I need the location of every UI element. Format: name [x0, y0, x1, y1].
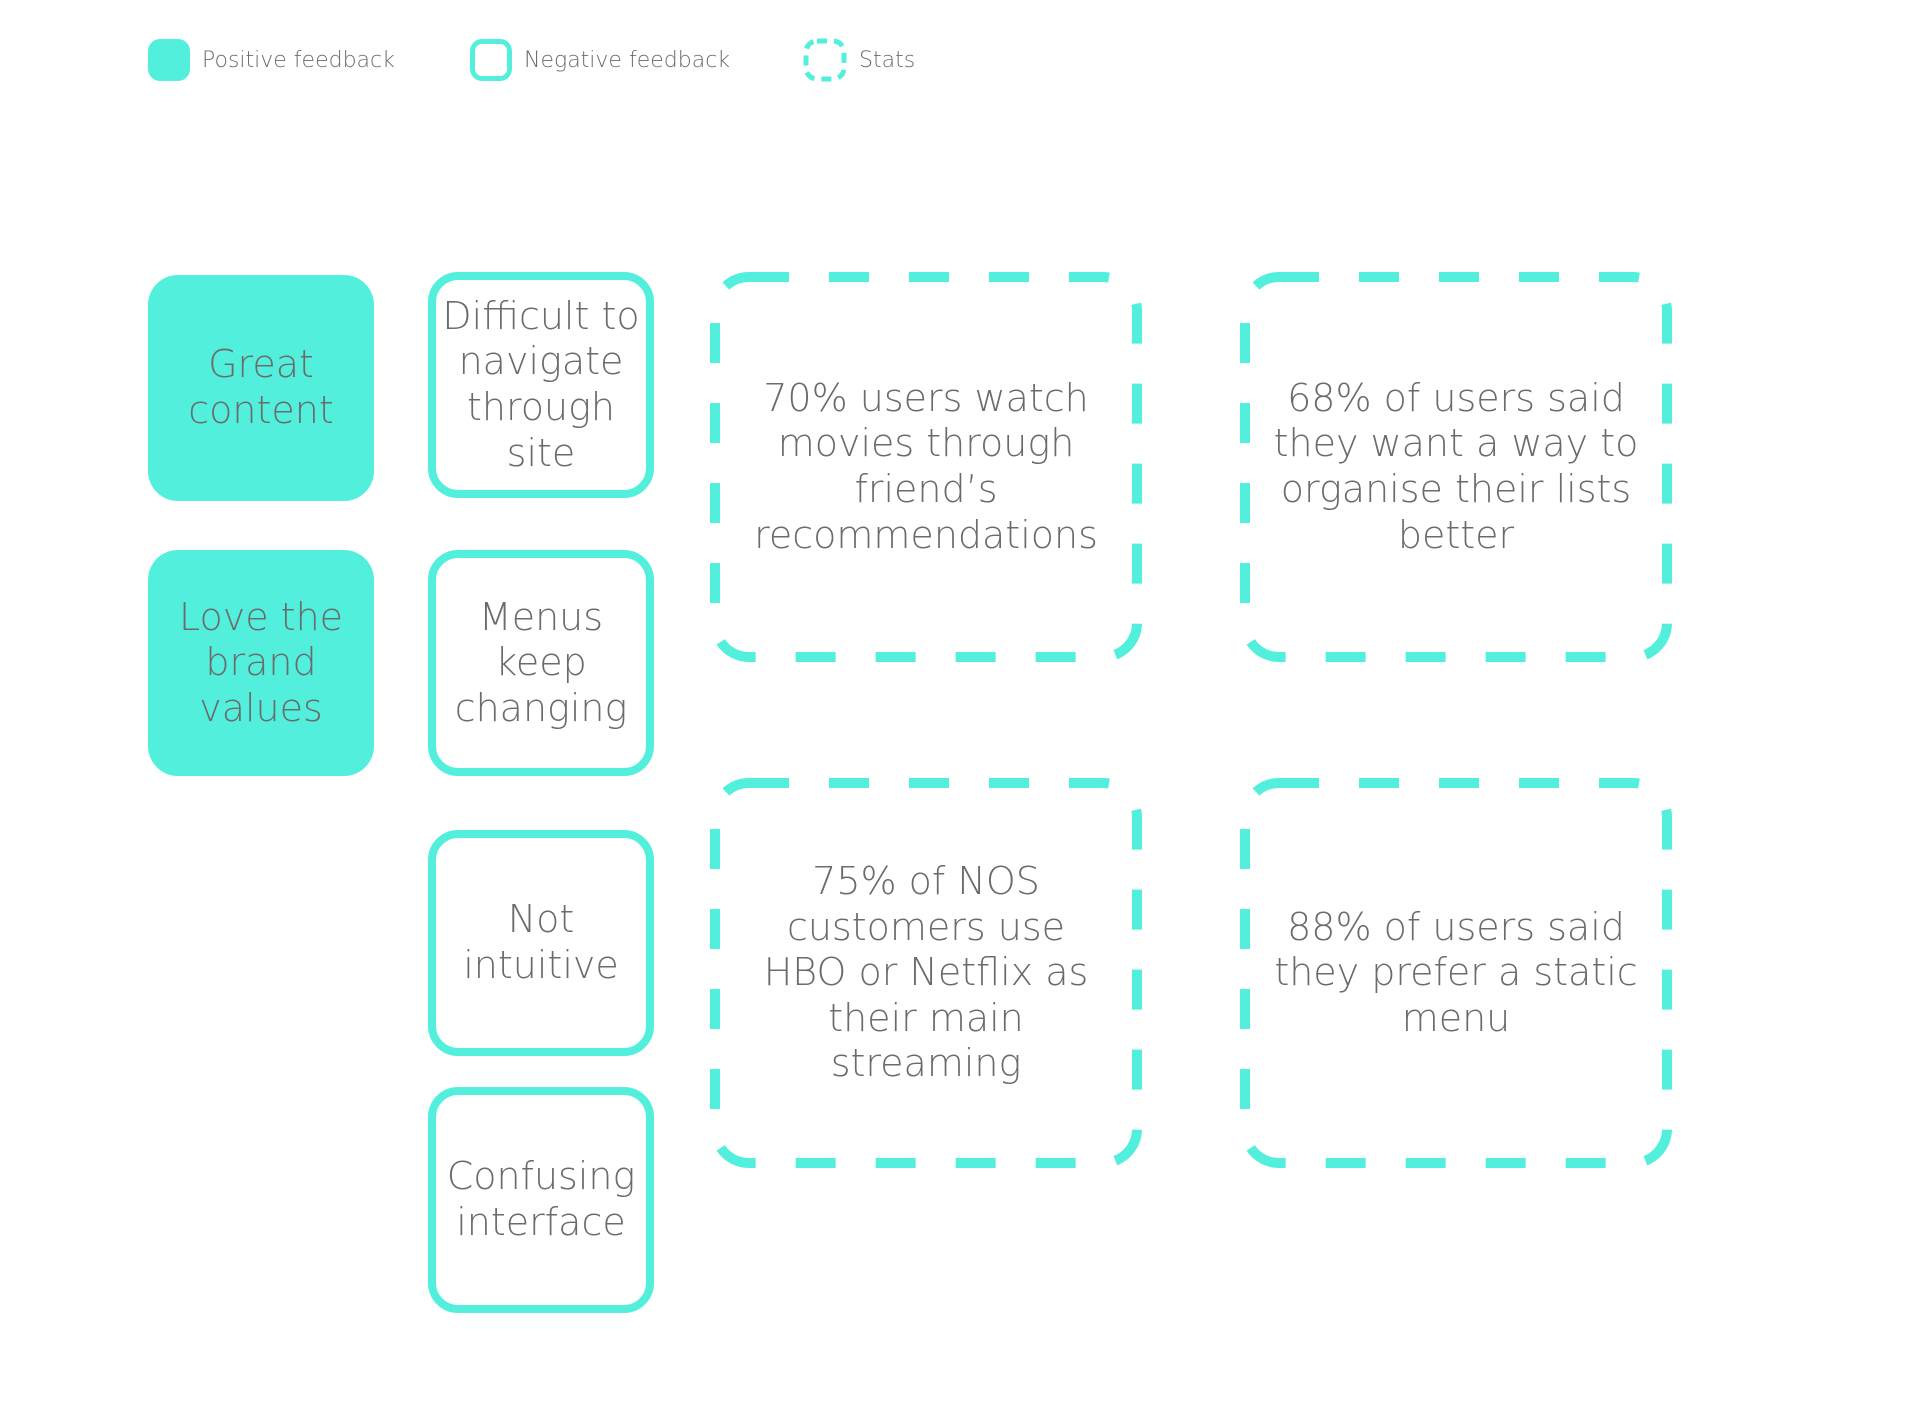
stat-card-text: 68% of users said they want a way to org… — [1273, 375, 1639, 557]
positive-card-text: Love the brand values — [178, 594, 344, 730]
stats-swatch-icon — [803, 38, 847, 82]
negative-card-text: Not intuitive — [463, 897, 619, 987]
negative-card: Menus keep changing — [428, 550, 654, 776]
legend-item-stats: Stats — [803, 38, 915, 82]
legend-item-negative: Negative feedback — [470, 38, 730, 82]
legend-label-negative: Negative feedback — [524, 47, 731, 73]
negative-card: Confusing interface — [428, 1087, 654, 1313]
positive-card: Great content — [148, 275, 374, 501]
negative-card: Difficult to navigate through site — [428, 272, 654, 498]
positive-card-text: Great content — [188, 342, 334, 432]
stat-card-text: 75% of NOS customers use HBO or Netflix … — [763, 859, 1089, 1086]
stat-card: 88% of users said they prefer a static m… — [1240, 778, 1672, 1168]
legend-item-positive: Positive feedback — [148, 38, 395, 82]
negative-card-text: Menus keep changing — [454, 594, 628, 730]
negative-card: Not intuitive — [428, 830, 654, 1056]
negative-swatch-icon — [470, 39, 512, 81]
negative-card-text: Difficult to navigate through site — [442, 293, 640, 475]
positive-card: Love the brand values — [148, 550, 374, 776]
stat-card: 75% of NOS customers use HBO or Netflix … — [710, 778, 1142, 1168]
negative-card-text: Confusing interface — [446, 1154, 636, 1244]
stat-card-text: 88% of users said they prefer a static m… — [1274, 904, 1638, 1040]
legend-label-positive: Positive feedback — [202, 47, 395, 73]
stat-card-text: 70% users watch movies through friend’s … — [754, 375, 1098, 557]
legend-label-stats: Stats — [859, 47, 916, 73]
stat-card: 70% users watch movies through friend’s … — [710, 272, 1142, 662]
stat-card: 68% of users said they want a way to org… — [1240, 272, 1672, 662]
positive-swatch-icon — [148, 39, 190, 81]
